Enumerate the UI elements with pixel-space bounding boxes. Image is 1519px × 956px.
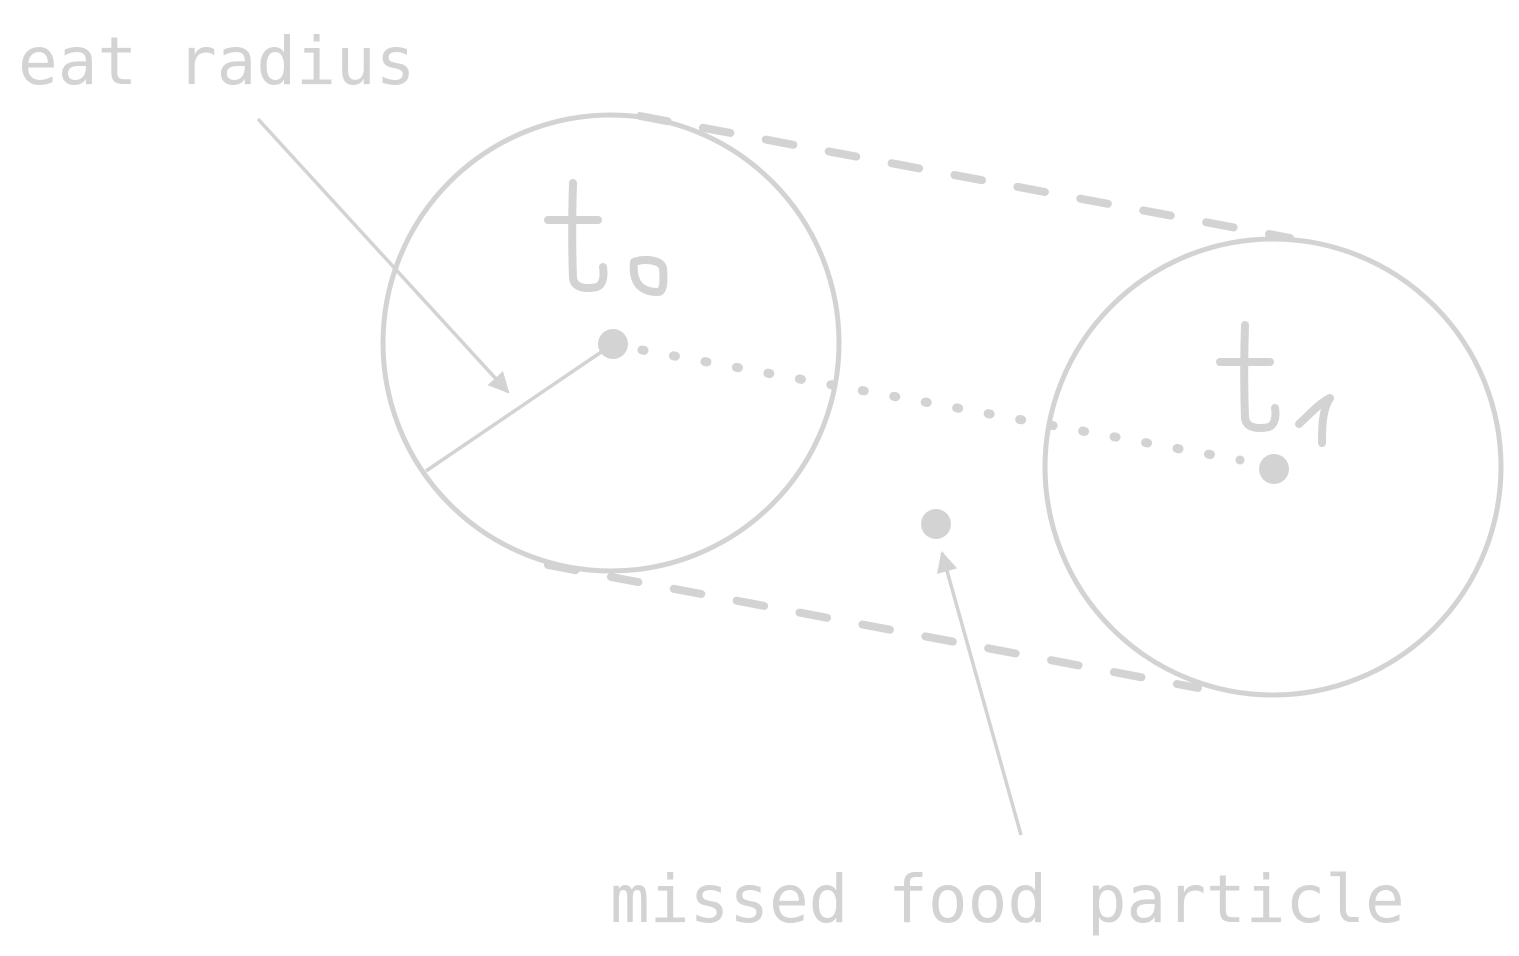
center-point-t1 (1259, 454, 1289, 484)
missed-food-label: missed food particle (610, 861, 1405, 938)
missed-food-pointer-arrow (936, 550, 1023, 836)
swept-path-bottom-dashed-line (544, 561, 1202, 692)
t0-handwritten-icon (544, 179, 668, 296)
eat-radius-circle-t0 (380, 112, 842, 574)
movement-dotted-line (637, 345, 1245, 465)
center-point-t0 (598, 329, 628, 359)
swept-path-top-dashed-line (636, 112, 1294, 242)
diagram-art: eat radius missed food particle (18, 23, 1504, 938)
radius-line (425, 342, 614, 473)
eat-radius-circle-t1 (1042, 236, 1504, 698)
eat-radius-pointer-arrow (256, 117, 510, 394)
eat-radius-label: eat radius (18, 23, 415, 100)
food-particle (921, 509, 951, 539)
t1-handwritten-icon (1216, 321, 1334, 447)
